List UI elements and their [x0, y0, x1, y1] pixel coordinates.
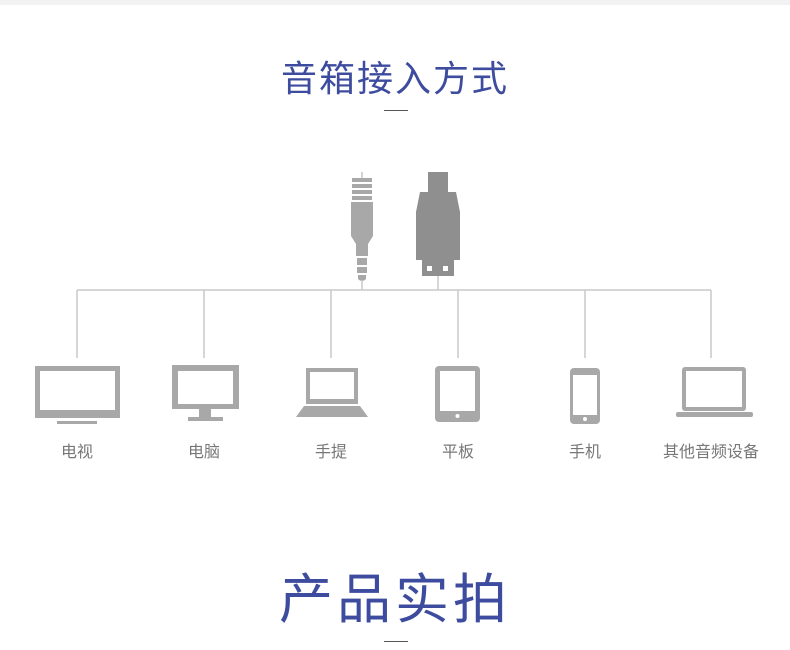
device-label: 平板 — [441, 442, 474, 461]
tablet-icon — [435, 366, 480, 422]
audio-jack-icon — [351, 172, 373, 281]
device-label: 手提 — [314, 442, 347, 461]
section-title-product-photos: 产品实拍 — [279, 568, 511, 631]
device-label: 手机 — [568, 442, 601, 461]
device-label: 电视 — [60, 442, 93, 461]
top-band — [0, 0, 790, 5]
connector-lines — [76, 276, 712, 358]
tv-icon — [35, 366, 120, 424]
title-divider — [384, 641, 408, 642]
laptop-icon — [296, 368, 368, 417]
device-label: 其他音频设备 — [662, 442, 759, 461]
section-title-connection: 音箱接入方式 — [280, 59, 509, 100]
monitor-icon — [172, 365, 239, 421]
device-label: 电脑 — [187, 442, 220, 461]
device-icons — [35, 365, 753, 424]
notebook-icon — [676, 367, 753, 417]
connection-diagram — [76, 172, 712, 358]
phone-icon — [570, 368, 600, 424]
usb-plug-icon — [416, 172, 460, 276]
title-divider — [384, 110, 408, 111]
